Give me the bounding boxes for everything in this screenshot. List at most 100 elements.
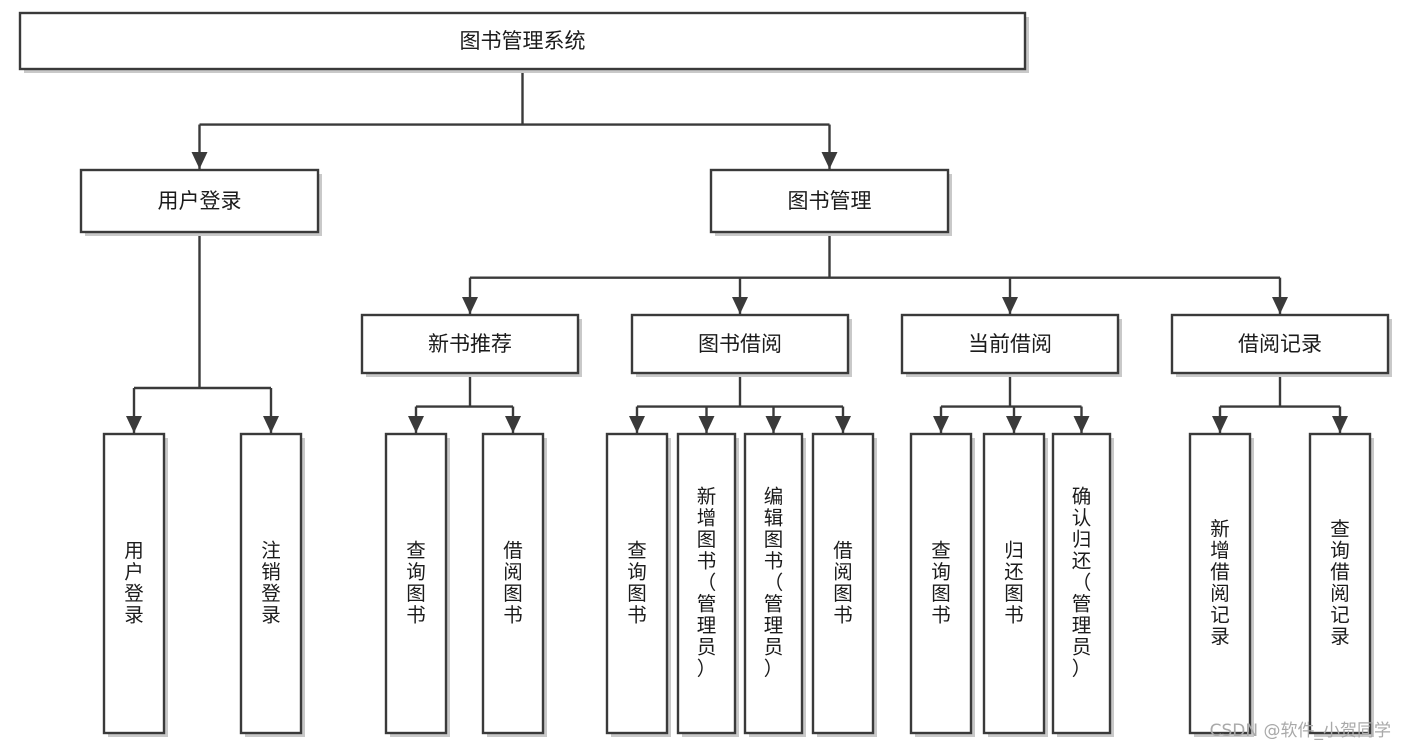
- node-rect[interactable]: [900, 313, 1120, 375]
- node-label-char: 借: [1210, 560, 1230, 583]
- node-rect[interactable]: [811, 432, 875, 735]
- node-label-char: 员: [697, 636, 717, 659]
- edge-group-book-borrow: [629, 373, 851, 433]
- node-rect[interactable]: [1308, 432, 1372, 735]
- node-new-book-rec[interactable]: 新书推荐: [360, 313, 582, 377]
- node-label-char: 录: [1330, 625, 1350, 648]
- node-rect[interactable]: [1188, 432, 1252, 735]
- node-label-char: ）: [1072, 657, 1092, 680]
- arrow-head-icon: [765, 416, 782, 433]
- node-label-char: 归: [1072, 528, 1092, 551]
- node-label-char: 录: [261, 603, 281, 626]
- edge-group-borrow-record: [1212, 373, 1348, 433]
- node-current-borrow[interactable]: 当前借阅: [900, 313, 1122, 377]
- node-rect[interactable]: [79, 168, 320, 234]
- node-rect[interactable]: [481, 432, 545, 735]
- arrow-head-icon: [629, 416, 645, 433]
- edge-group-new-book-rec: [408, 373, 521, 433]
- node-label-char: 新: [1210, 517, 1230, 540]
- arrow-head-icon: [698, 416, 715, 433]
- arrow-head-icon: [462, 297, 478, 314]
- node-label-char: 确: [1072, 485, 1092, 508]
- node-label-char: 查: [1330, 517, 1350, 540]
- node-borrow-record[interactable]: 借阅记录: [1170, 313, 1392, 377]
- node-rect[interactable]: [1051, 432, 1112, 735]
- connector-layer: [126, 69, 1348, 433]
- node-label-char: 理: [764, 614, 784, 637]
- node-label-char: 询: [1330, 539, 1350, 562]
- node-label-char: 记: [1210, 603, 1230, 626]
- node-root[interactable]: 图书管理系统: [18, 11, 1029, 73]
- node-label-char: 还: [1072, 550, 1092, 573]
- node-label-char: 辑: [764, 507, 784, 530]
- node-rect[interactable]: [384, 432, 448, 735]
- node-leaf-user-login[interactable]: 用户登录: [102, 432, 168, 737]
- arrow-head-icon: [1212, 416, 1228, 433]
- node-label: 当前借阅: [968, 332, 1052, 356]
- node-label-char: 登: [261, 582, 281, 605]
- node-rect[interactable]: [605, 432, 669, 735]
- arrow-head-icon: [408, 416, 424, 433]
- node-label-char: 新: [697, 485, 717, 508]
- node-label: 用户登录: [158, 189, 242, 213]
- node-rect[interactable]: [18, 11, 1027, 71]
- node-label-char: 用: [124, 539, 144, 562]
- node-label-char: 阅: [1330, 582, 1350, 605]
- node-label-char: 员: [1072, 636, 1092, 659]
- node-book-borrow[interactable]: 图书借阅: [630, 313, 852, 377]
- node-label-char: 书: [764, 550, 784, 573]
- arrow-head-icon: [933, 416, 949, 433]
- node-label-char: 阅: [503, 560, 523, 583]
- node-label-char: 增: [1210, 539, 1230, 562]
- node-label-char: 理: [1072, 614, 1092, 637]
- node-user-login[interactable]: 用户登录: [79, 168, 322, 236]
- node-rect[interactable]: [982, 432, 1046, 735]
- node-rect[interactable]: [1170, 313, 1390, 375]
- edge-group-current-borrow: [933, 373, 1090, 433]
- node-label-char: 认: [1072, 507, 1092, 530]
- node-label-char: 户: [124, 560, 144, 583]
- node-label-char: 阅: [1210, 582, 1230, 605]
- node-label-char: 编: [764, 485, 784, 508]
- node-rect[interactable]: [360, 313, 580, 375]
- node-label-char: 管: [697, 593, 717, 616]
- node-rect[interactable]: [676, 432, 737, 735]
- edge-group-user-login: [126, 232, 279, 433]
- edge-group-book-manage: [462, 232, 1288, 314]
- node-label-char: （: [697, 571, 717, 594]
- node-label-char: ）: [697, 657, 717, 680]
- node-label-char: 增: [697, 507, 717, 530]
- node-rect[interactable]: [743, 432, 804, 735]
- node-rect[interactable]: [909, 432, 973, 735]
- node-label: 新书推荐: [428, 332, 512, 356]
- node-label-char: 归: [1004, 539, 1024, 562]
- arrow-head-icon: [263, 416, 279, 433]
- node-rect[interactable]: [239, 432, 303, 735]
- arrow-head-icon: [1272, 297, 1288, 314]
- node-label-char: 书: [503, 603, 523, 626]
- node-rect[interactable]: [102, 432, 166, 735]
- node-label: 图书借阅: [698, 332, 782, 356]
- node-label: 图书管理: [788, 189, 872, 213]
- node-label-char: 还: [1004, 560, 1024, 583]
- node-rect[interactable]: [630, 313, 850, 375]
- node-label-char: 录: [1210, 625, 1230, 648]
- node-book-manage[interactable]: 图书管理: [709, 168, 952, 236]
- node-rect[interactable]: [709, 168, 950, 234]
- arrow-head-icon: [732, 297, 748, 314]
- arrow-head-icon: [1332, 416, 1348, 433]
- node-label-char: 书: [931, 603, 951, 626]
- arrow-head-icon: [821, 152, 838, 169]
